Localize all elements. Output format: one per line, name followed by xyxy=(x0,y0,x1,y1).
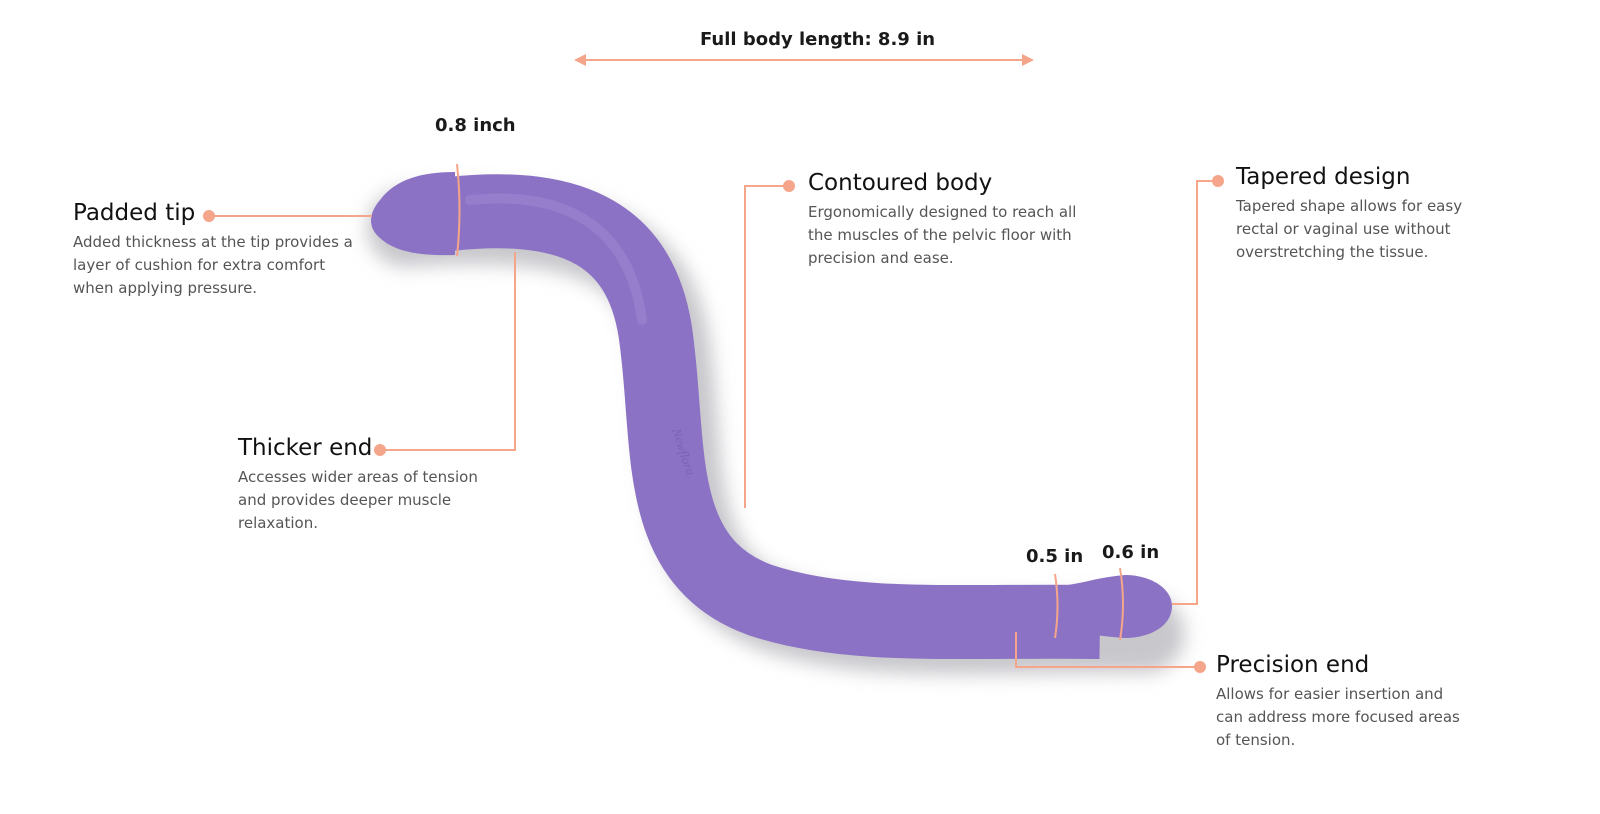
wand-shaft xyxy=(446,174,1101,660)
callout-dots xyxy=(203,175,1224,673)
shaft-width-marker xyxy=(1054,573,1059,639)
callout-padded-tip: Padded tip Added thickness at the tip pr… xyxy=(73,198,363,300)
padded-tip-dot xyxy=(203,210,215,222)
tapered-design-desc: Tapered shape allows for easy rectal or … xyxy=(1236,197,1463,261)
thicker-end-title: Thicker end xyxy=(238,435,373,461)
precision-end-dot xyxy=(1194,661,1206,673)
wand-highlight xyxy=(465,193,647,325)
wand-taper xyxy=(1050,575,1172,638)
tapered-design-title: Tapered design xyxy=(1236,164,1411,190)
padded-tip-shape xyxy=(371,172,455,256)
precision-end-title: Precision end xyxy=(1216,652,1370,678)
tapered-design-dot xyxy=(1212,175,1224,187)
full-length-label: Full body length: 8.9 in xyxy=(700,29,936,50)
thick-width-marker xyxy=(456,163,461,257)
precision-end-desc: Allows for easier insertion and can addr… xyxy=(1216,685,1460,749)
padded-tip-desc: Added thickness at the tip provides a la… xyxy=(73,233,353,297)
callout-lines xyxy=(209,180,1218,668)
thicker-end-desc: Accesses wider areas of tension and prov… xyxy=(238,468,478,532)
wand-body xyxy=(371,172,1172,660)
thicker-end-line xyxy=(380,252,516,451)
contoured-body-desc: Ergonomically designed to reach all the … xyxy=(808,203,1077,267)
thick-width-label: 0.8 inch xyxy=(435,115,516,136)
callout-precision-end: Precision end Allows for easier insertio… xyxy=(1216,650,1466,752)
callout-thicker-end: Thicker end Accesses wider areas of tens… xyxy=(238,433,486,535)
width-markers xyxy=(456,163,1124,641)
contoured-body-title: Contoured body xyxy=(808,170,993,196)
callout-tapered-design: Tapered design Tapered shape allows for … xyxy=(1236,162,1491,264)
precision-end-line xyxy=(1015,632,1200,668)
tip-width-label: 0.6 in xyxy=(1102,542,1160,563)
callout-contoured-body: Contoured body Ergonomically designed to… xyxy=(808,168,1083,270)
tapered-design-line xyxy=(1172,180,1218,605)
padded-tip-title: Padded tip xyxy=(73,200,196,226)
shaft-width-label: 0.5 in xyxy=(1026,546,1084,567)
full-length-arrow xyxy=(574,54,1034,66)
thicker-end-dot xyxy=(374,444,386,456)
contoured-body-dot xyxy=(783,180,795,192)
contoured-body-line xyxy=(744,185,789,508)
tip-width-marker xyxy=(1119,567,1124,641)
